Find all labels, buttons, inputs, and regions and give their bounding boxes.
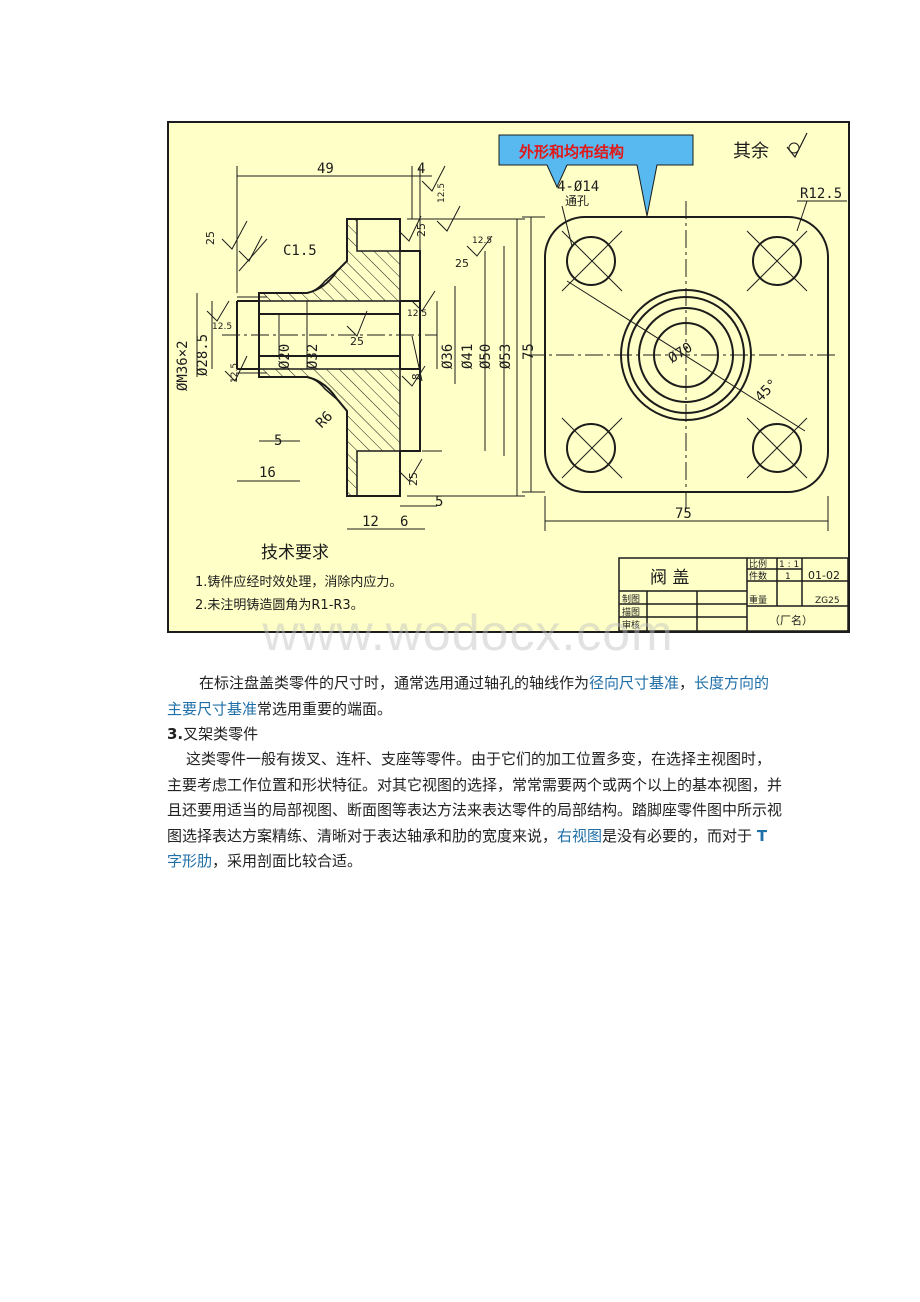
link-length-datum[interactable]: 长度方向的主要尺寸基准 — [167, 674, 770, 718]
dim-4: 4 — [417, 161, 425, 177]
link-t-rib-letter[interactable]: T — [756, 826, 768, 845]
dim-12: 12 — [362, 514, 379, 530]
engineering-drawing: 25 12.5 25 25 25 12.5 12.5 12.5 25 12.5 … — [167, 121, 850, 633]
dim-d41: Ø41 — [460, 344, 476, 369]
dim-d36: Ø36 — [440, 344, 456, 369]
text: 在标注盘盖类零件的尺寸时，通常选用通过轴孔的轴线作为 — [199, 674, 590, 692]
dim-d285: Ø28.5 — [195, 334, 211, 376]
text: 常选用重要的端面。 — [257, 699, 393, 718]
dim-5a: 5 — [274, 433, 282, 449]
text: 这类零件一般有拨叉、连杆、支座等零件。由于它们的加工位置多变，在选择主视图时，主… — [167, 750, 783, 845]
dim-75-vertical: 75 — [521, 343, 537, 360]
dim-d50: Ø50 — [478, 344, 494, 369]
roughness-label: 25 — [455, 257, 469, 270]
dim-m36: ØM36×2 — [175, 340, 191, 391]
count-label: 件数 — [749, 570, 767, 582]
circle-icon — [788, 142, 800, 154]
title-block — [618, 557, 849, 632]
scale-value: 1 : 1 — [779, 560, 799, 570]
tech-title: 技术要求 — [261, 543, 329, 563]
link-t-rib[interactable]: 字形肋 — [167, 852, 213, 870]
dim-75-horizontal: 75 — [675, 506, 692, 522]
roughness-label: 12.5 — [472, 236, 492, 246]
tech-item: 2.未注明铸造圆角为R1-R3。 — [195, 597, 364, 613]
watermark: www.wodocx.com — [262, 605, 674, 661]
section-heading: 3.叉架类零件 — [167, 722, 783, 748]
part-name: 阀 盖 — [650, 568, 689, 588]
factory-name: （厂名） — [769, 613, 813, 627]
drawing-number: 01-02 — [808, 569, 840, 582]
drawn-label: 制图 — [622, 593, 640, 605]
link-right-view[interactable]: 右视图 — [557, 826, 603, 845]
text: 是没有必要的，而对于 — [602, 826, 757, 845]
weight-label: 重量 — [749, 594, 767, 606]
callout-box — [498, 134, 694, 217]
roughness-symbols — [206, 165, 493, 482]
roughness-label: 12.5 — [230, 363, 240, 383]
dim-5b: 5 — [435, 494, 443, 510]
text: ， — [679, 674, 695, 692]
roughness-label: 25 — [407, 472, 420, 486]
checked-label: 审核 — [622, 619, 640, 631]
roughness-labels: 25 12.5 25 25 25 12.5 12.5 12.5 25 12.5 — [204, 183, 492, 486]
dim-c15: C1.5 — [283, 243, 317, 259]
roughness-label: 12.5 — [212, 322, 232, 332]
tech-item: 1.铸件应经时效处理，消除内应力。 — [195, 574, 402, 590]
dim-6: 6 — [400, 514, 408, 530]
dim-d32: Ø32 — [305, 344, 321, 369]
link-radial-datum[interactable]: 径向尺寸基准 — [589, 674, 680, 692]
section-dimension-lines — [196, 166, 525, 530]
dim-8: 8 — [410, 373, 423, 380]
dim-49: 49 — [317, 161, 334, 177]
scale-label: 比例 — [749, 558, 767, 570]
roughness-label: 12.5 — [437, 183, 447, 203]
hole-note-count: 4-Ø14 — [557, 179, 599, 195]
heading-number: 3. — [167, 725, 184, 743]
text: ，采用剖面比较合适。 — [212, 852, 363, 870]
dim-16: 16 — [259, 465, 276, 481]
paragraph-fork-parts: 这类零件一般有拨叉、连杆、支座等零件。由于它们的加工位置多变，在选择主视图时，主… — [167, 747, 783, 875]
roughness-label: 25 — [350, 335, 364, 348]
material: ZG25 — [815, 596, 840, 606]
radius-label: R12.5 — [800, 186, 842, 202]
roughness-label: 25 — [204, 231, 217, 245]
surface-note: 其余 — [733, 141, 769, 162]
paragraph-dimension-datum: 在标注盘盖类零件的尺寸时，通常选用通过轴孔的轴线作为径向尺寸基准，长度方向的主要… — [167, 671, 783, 722]
dim-d53: Ø53 — [498, 344, 514, 369]
dim-d20: Ø20 — [277, 344, 293, 369]
traced-label: 描图 — [622, 606, 640, 618]
end-view-centerlines — [522, 200, 847, 531]
roughness-label: 25 — [415, 223, 428, 237]
callout-text: 外形和均布结构 — [518, 143, 624, 161]
roughness-label: 12.5 — [407, 309, 427, 319]
count-value: 1 — [785, 572, 791, 582]
heading-text: 叉架类零件 — [183, 725, 259, 743]
hole-note-through: 通孔 — [565, 194, 589, 208]
